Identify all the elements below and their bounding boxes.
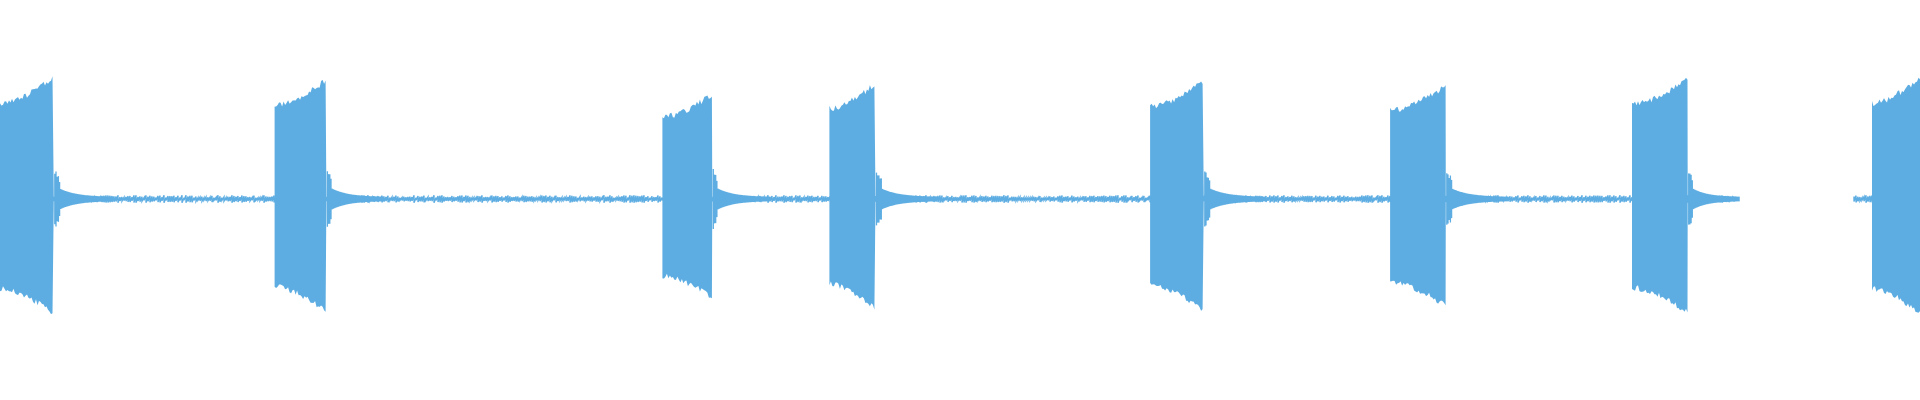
waveform-burst[interactable] bbox=[829, 85, 876, 310]
waveform-burst[interactable] bbox=[1150, 81, 1204, 311]
waveform-burst[interactable] bbox=[1390, 85, 1446, 306]
waveform-burst[interactable] bbox=[1632, 77, 1688, 313]
waveform-tail bbox=[1688, 173, 1740, 225]
waveform-tail bbox=[1446, 173, 1508, 225]
waveform-burst[interactable] bbox=[274, 79, 327, 312]
waveform-tail bbox=[326, 171, 385, 227]
waveform-burst[interactable] bbox=[662, 95, 713, 299]
waveform-tail bbox=[712, 169, 771, 229]
waveform-tail bbox=[54, 171, 114, 227]
waveform-tail bbox=[1204, 171, 1267, 227]
waveform-burst[interactable] bbox=[0, 76, 54, 315]
waveform-tail bbox=[875, 172, 938, 226]
waveform-burst[interactable] bbox=[1872, 77, 1920, 313]
